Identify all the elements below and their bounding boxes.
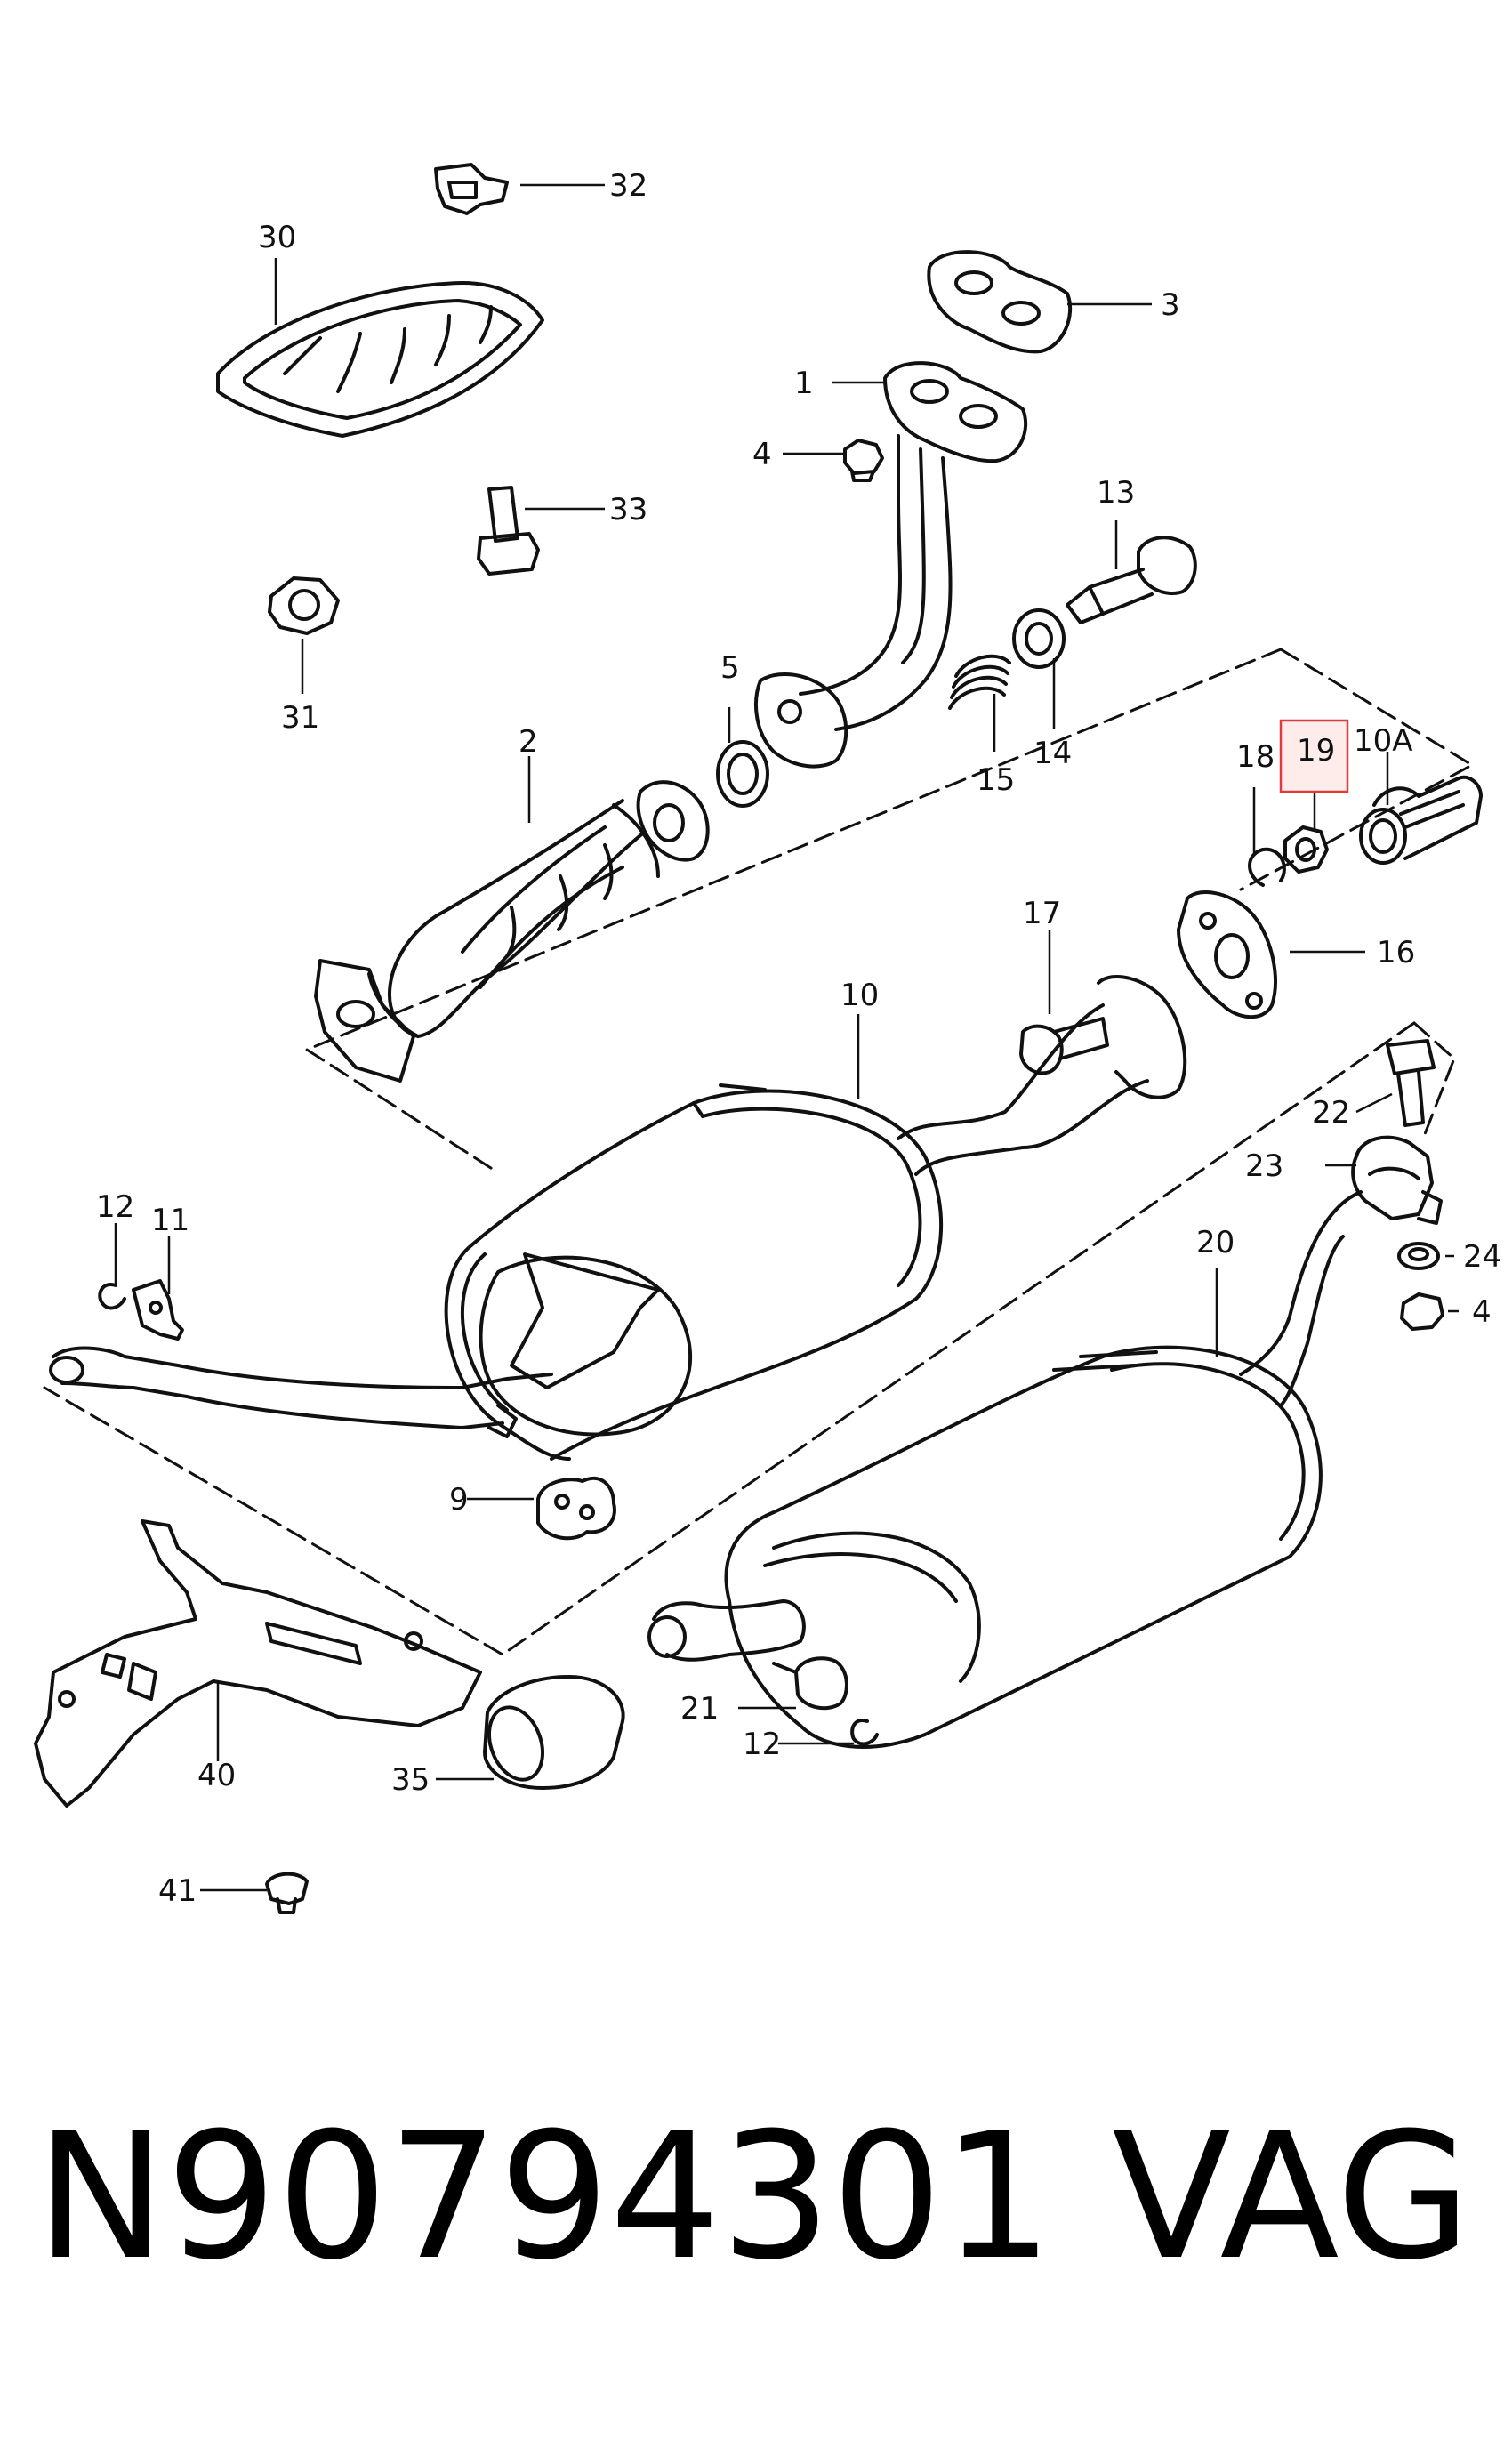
callout-9: 9 <box>449 1482 469 1518</box>
middle-silencer-10 <box>444 974 1187 1461</box>
callout-15: 15 <box>977 762 1015 798</box>
callout-19: 19 <box>1297 733 1335 769</box>
callout-24: 24 <box>1463 1239 1501 1275</box>
callout-4-top: 4 <box>752 437 772 472</box>
callout-10A: 10A <box>1354 723 1413 759</box>
nut-31 <box>268 576 340 635</box>
callout-22: 22 <box>1312 1095 1350 1131</box>
nut-4-top <box>843 439 884 482</box>
assembly-boundary-front <box>305 648 1474 1172</box>
clamp-23 <box>1351 1135 1443 1225</box>
callout-16: 16 <box>1377 935 1415 970</box>
callout-12-left: 12 <box>96 1189 134 1225</box>
callout-41: 41 <box>158 1873 197 1909</box>
callout-17: 17 <box>1023 896 1061 931</box>
heat-shield-40 <box>34 1519 482 1808</box>
part-number: N90794301 <box>36 2096 1054 2299</box>
tailpipe-trim-35 <box>483 1675 625 1790</box>
callout-33: 33 <box>609 492 647 527</box>
bolt-33 <box>477 486 540 576</box>
gasket-ring-5 <box>716 740 769 808</box>
callout-2: 2 <box>519 724 538 760</box>
rubber-mount-9 <box>536 1476 616 1541</box>
clamp-10A <box>1359 775 1483 865</box>
callout-12-rear: 12 <box>743 1727 781 1762</box>
callout-40: 40 <box>197 1758 236 1793</box>
spring-15 <box>948 654 1011 710</box>
bolt-22 <box>1386 1039 1436 1127</box>
connecting-pipe <box>49 1346 553 1438</box>
gasket-16 <box>1177 890 1277 1019</box>
callout-11: 11 <box>151 1203 189 1238</box>
callout-35: 35 <box>391 1762 430 1798</box>
tail-pipe <box>647 1599 806 1662</box>
callout-23: 23 <box>1245 1148 1283 1184</box>
footer: N90794301 VAG <box>36 2099 1476 2295</box>
bolt-13 <box>1066 536 1197 624</box>
bracket-11 <box>132 1279 184 1341</box>
callout-1: 1 <box>794 366 814 401</box>
catalytic-converter-2 <box>314 780 710 1083</box>
callout-20: 20 <box>1196 1225 1235 1260</box>
heat-shield-30 <box>216 281 544 438</box>
callout-30: 30 <box>258 220 296 255</box>
callout-5: 5 <box>720 650 740 686</box>
callout-10: 10 <box>840 978 879 1013</box>
rear-silencer-20 <box>724 1190 1363 1749</box>
rubber-hanger-21 <box>772 1656 848 1711</box>
nut-19 <box>1283 825 1329 874</box>
clip-12-left <box>98 1283 126 1310</box>
washer-24 <box>1397 1242 1440 1270</box>
callout-32: 32 <box>609 168 647 204</box>
spring-washer-18 <box>1248 847 1286 887</box>
callout-14: 14 <box>1033 736 1072 771</box>
washer-14 <box>1012 608 1066 669</box>
nut-4-right <box>1400 1292 1444 1331</box>
brand-name: VAG <box>1112 2096 1472 2299</box>
clip-41 <box>265 1872 309 1914</box>
highlight-box-19 <box>1279 719 1349 793</box>
callout-labels: 32 30 3 1 4 33 31 13 14 15 5 2 19 18 10A… <box>96 168 1501 1909</box>
callout-13: 13 <box>1097 475 1135 511</box>
clip-32 <box>434 163 509 215</box>
bolt-17 <box>1019 1017 1109 1075</box>
front-pipe-1 <box>754 361 1028 769</box>
callout-3: 3 <box>1161 287 1180 323</box>
gasket-3 <box>927 250 1073 354</box>
callout-4-right: 4 <box>1472 1294 1492 1330</box>
callout-18: 18 <box>1236 739 1275 775</box>
leader-lines <box>114 183 1459 1892</box>
clip-12-rear <box>850 1719 879 1746</box>
assembly-boundary-rear <box>43 1021 1456 1656</box>
callout-31: 31 <box>281 700 319 736</box>
callout-21: 21 <box>680 1691 719 1727</box>
